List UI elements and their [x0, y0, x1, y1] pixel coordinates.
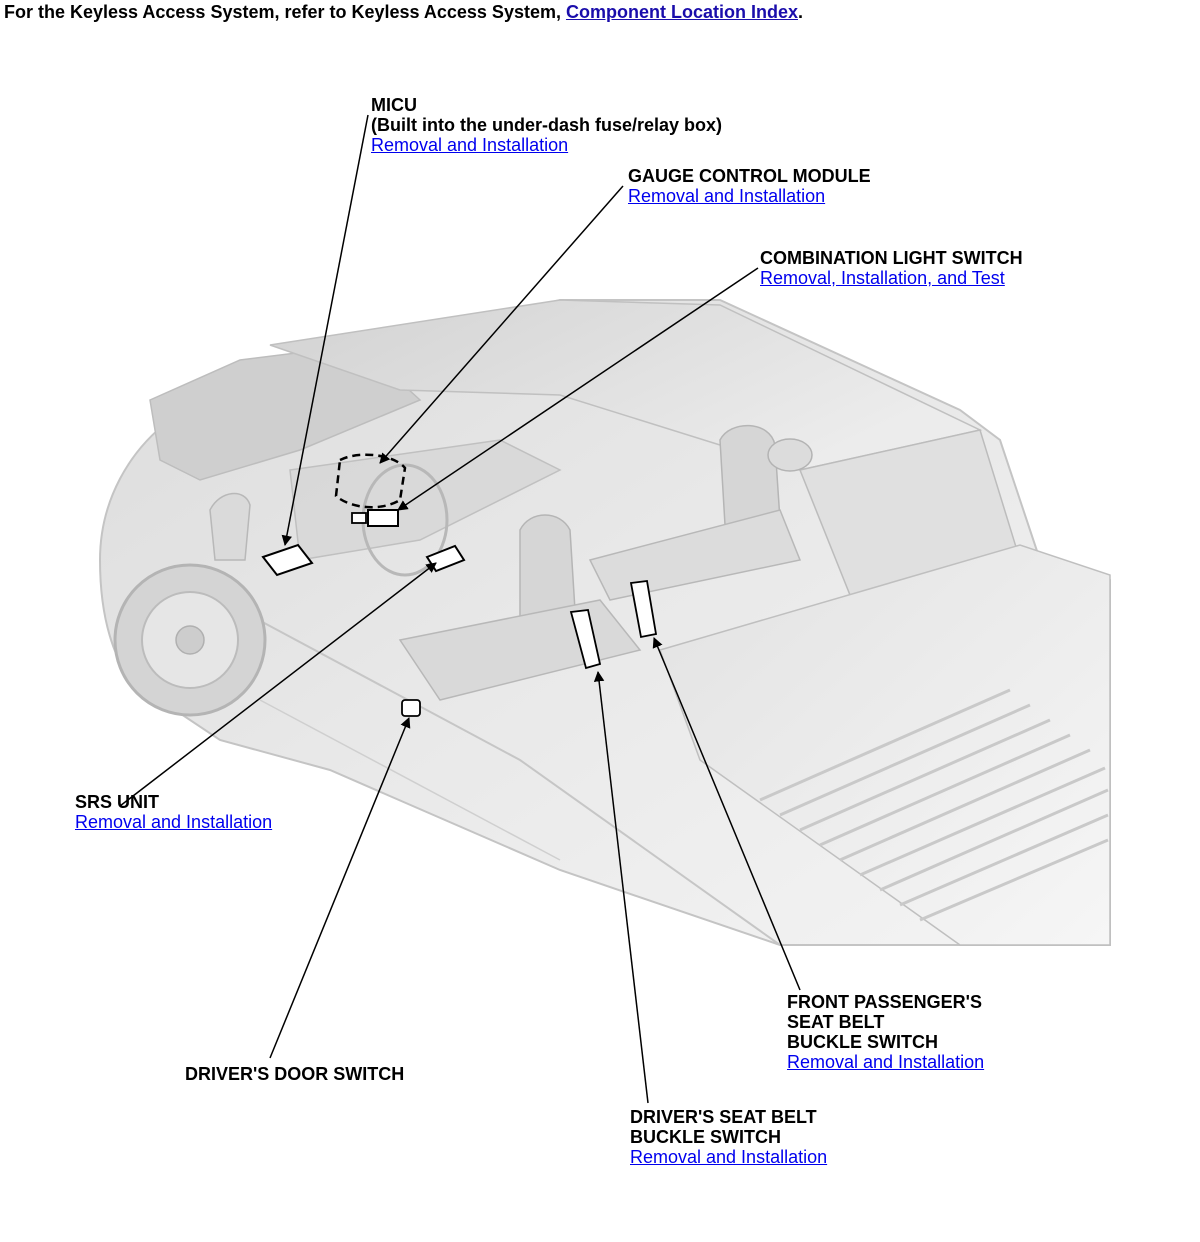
passenger-buckle-component [629, 580, 658, 639]
micu-title: MICU [371, 95, 417, 115]
driver-buckle-leader-line [593, 670, 649, 1104]
driver-buckle-title-2: BUCKLE SWITCH [630, 1127, 781, 1147]
passenger-buckle-leader-line [652, 637, 801, 991]
front-passenger-buckle-title-3: BUCKLE SWITCH [787, 1032, 938, 1052]
gauge-control-module-callout: GAUGE CONTROL MODULE Removal and Install… [628, 166, 871, 206]
front-passenger-buckle-title-2: SEAT BELT [787, 1012, 885, 1032]
component-location-index-link[interactable]: Component Location Index [565, 2, 798, 22]
srs-unit-removal-link[interactable]: Removal and Installation [75, 812, 273, 832]
driver-buckle-callout: DRIVER'S SEAT BELT BUCKLE SWITCH Removal… [630, 1107, 827, 1167]
micu-callout: MICU (Built into the under-dash fuse/rel… [371, 95, 722, 155]
door-switch-leader-line [269, 717, 411, 1059]
gauge-control-module-removal-link[interactable]: Removal and Installation [628, 186, 826, 206]
srs-unit-callout: SRS UNIT Removal and Installation [75, 792, 272, 832]
drivers-door-switch-callout: DRIVER'S DOOR SWITCH [185, 1064, 404, 1084]
drivers-door-switch-component [401, 699, 421, 717]
gauge-control-module-title: GAUGE CONTROL MODULE [628, 166, 871, 186]
driver-buckle-title-1: DRIVER'S SEAT BELT [630, 1107, 817, 1127]
micu-leader-line [281, 114, 369, 547]
drivers-door-switch-title: DRIVER'S DOOR SWITCH [185, 1064, 405, 1084]
srs-leader-line [119, 562, 437, 807]
combination-light-switch-component [351, 509, 399, 527]
header-line: For the Keyless Access System, refer to … [4, 2, 803, 23]
front-passenger-buckle-title-1: FRONT PASSENGER'S [787, 992, 982, 1012]
driver-buckle-component [569, 609, 602, 670]
srs-unit-title: SRS UNIT [75, 792, 160, 812]
front-passenger-buckle-removal-link[interactable]: Removal and Installation [787, 1052, 985, 1072]
front-passenger-buckle-callout: FRONT PASSENGER'S SEAT BELT BUCKLE SWITC… [787, 992, 984, 1072]
combination-light-switch-title: COMBINATION LIGHT SWITCH [760, 248, 1023, 268]
combination-light-switch-callout: COMBINATION LIGHT SWITCH Removal, Instal… [760, 248, 1023, 288]
combination-switch-leader-line [397, 267, 759, 511]
gauge-leader-line [379, 185, 624, 464]
driver-buckle-removal-link[interactable]: Removal and Installation [630, 1147, 828, 1167]
combination-light-switch-removal-link[interactable]: Removal, Installation, and Test [760, 268, 1005, 288]
micu-removal-link[interactable]: Removal and Installation [371, 135, 569, 155]
truck-body [98, 299, 1111, 946]
micu-subtitle: (Built into the under-dash fuse/relay bo… [371, 115, 723, 135]
micu-component [261, 543, 314, 577]
header-suffix: . [797, 2, 803, 22]
header-text: For the Keyless Access System, refer to … [4, 2, 566, 22]
